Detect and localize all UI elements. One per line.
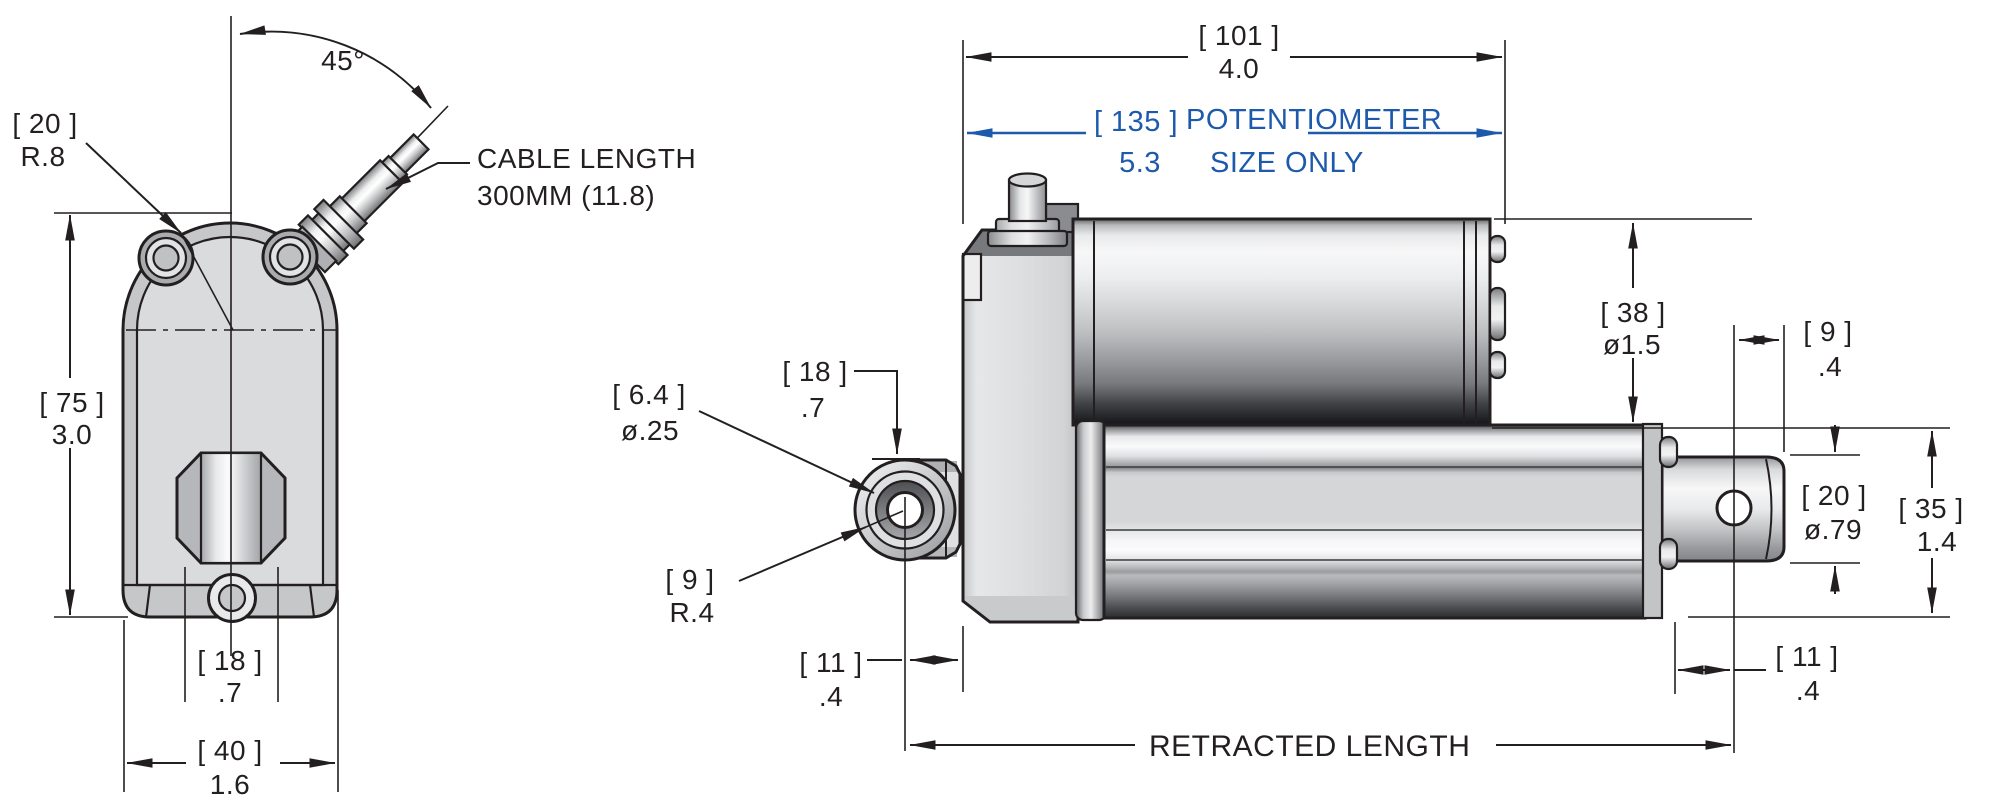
potentiometer-note-line2: SIZE ONLY (1210, 147, 1364, 179)
body-height-inch: 3.0 (52, 419, 92, 450)
angle-dimension-arc (239, 25, 432, 109)
clevis-height-inch: .7 (801, 392, 825, 423)
rod-diameter-mm: [ 20 ] (1801, 480, 1866, 511)
cable-leader (385, 162, 470, 190)
motor-terminal (1488, 350, 1507, 380)
end-cap-screw (1658, 435, 1679, 469)
cable-note-line1: CABLE LENGTH (477, 143, 696, 174)
potentiometer-length-mm: [ 135 ] (1094, 106, 1178, 138)
corner-radius-inch: R.8 (20, 141, 65, 172)
tube-height-inch: 1.4 (1917, 526, 1957, 557)
tube-height-mm: [ 35 ] (1898, 493, 1963, 524)
motor-diameter-inch: ø1.5 (1603, 329, 1661, 360)
labels: 45° [ 20 ] R.8 CABLE LENGTH 300MM (11.8)… (12, 20, 1963, 800)
side-view-dimensions (698, 40, 1950, 753)
potentiometer-note-line1: POTENTIOMETER (1186, 104, 1442, 136)
tube-collar (1074, 419, 1108, 622)
motor-terminal (1488, 286, 1507, 342)
rod-protrusion-inch: .4 (1796, 675, 1820, 706)
angle-label: 45° (321, 45, 365, 76)
housing-length-inch: 4.0 (1219, 53, 1259, 84)
bottom-screw (207, 573, 257, 623)
clevis-hole-inch: ø.25 (621, 415, 679, 446)
slot-width-mm: [ 18 ] (197, 645, 262, 676)
side-view (853, 172, 1786, 624)
rod-hole-inset-mm: [ 9 ] (1803, 316, 1852, 347)
end-view (121, 16, 449, 656)
clevis-radius-leader (738, 526, 867, 582)
end-cap-screw (1658, 537, 1679, 571)
housing-length-mm: [ 101 ] (1198, 20, 1279, 51)
piston-rod (1660, 455, 1786, 563)
potentiometer-boss (986, 172, 1080, 248)
clevis-height-leader (854, 370, 902, 455)
potentiometer-length-inch: 5.3 (1119, 147, 1161, 179)
motor-body (1071, 217, 1507, 427)
slot-width-inch: .7 (218, 677, 242, 708)
motor-diameter-mm: [ 38 ] (1600, 297, 1665, 328)
rod-diameter-inch: ø.79 (1804, 514, 1862, 545)
radius-leader (85, 142, 182, 234)
body-width-mm: [ 40 ] (197, 735, 262, 766)
end-view-dimensions (54, 25, 470, 792)
tube-end-cap (1641, 422, 1664, 620)
retracted-length-label: RETRACTED LENGTH (1149, 730, 1470, 763)
rod-protrusion-mm: [ 11 ] (1775, 641, 1838, 672)
cable-note-line2: 300MM (11.8) (477, 180, 655, 211)
rod-hole-inset-inch: .4 (1818, 351, 1842, 382)
clevis-hole-leader (698, 410, 875, 494)
clevis-radius-mm: [ 9 ] (665, 564, 714, 595)
mounting-screw-right (261, 228, 319, 286)
motor-terminal (1488, 234, 1507, 264)
clevis-offset-inch: .4 (819, 681, 843, 712)
clevis-hole-mm: [ 6.4 ] (612, 379, 686, 410)
clevis-height-mm: [ 18 ] (782, 356, 847, 387)
clevis-offset-mm: [ 11 ] (799, 647, 862, 678)
front-clevis (853, 458, 962, 562)
body-height-mm: [ 75 ] (39, 387, 104, 418)
extension-tube (1102, 423, 1647, 620)
corner-radius-mm: [ 20 ] (12, 108, 77, 139)
gear-housing (961, 228, 1080, 624)
body-width-inch: 1.6 (210, 769, 250, 800)
clevis-radius-inch: R.4 (669, 597, 714, 628)
